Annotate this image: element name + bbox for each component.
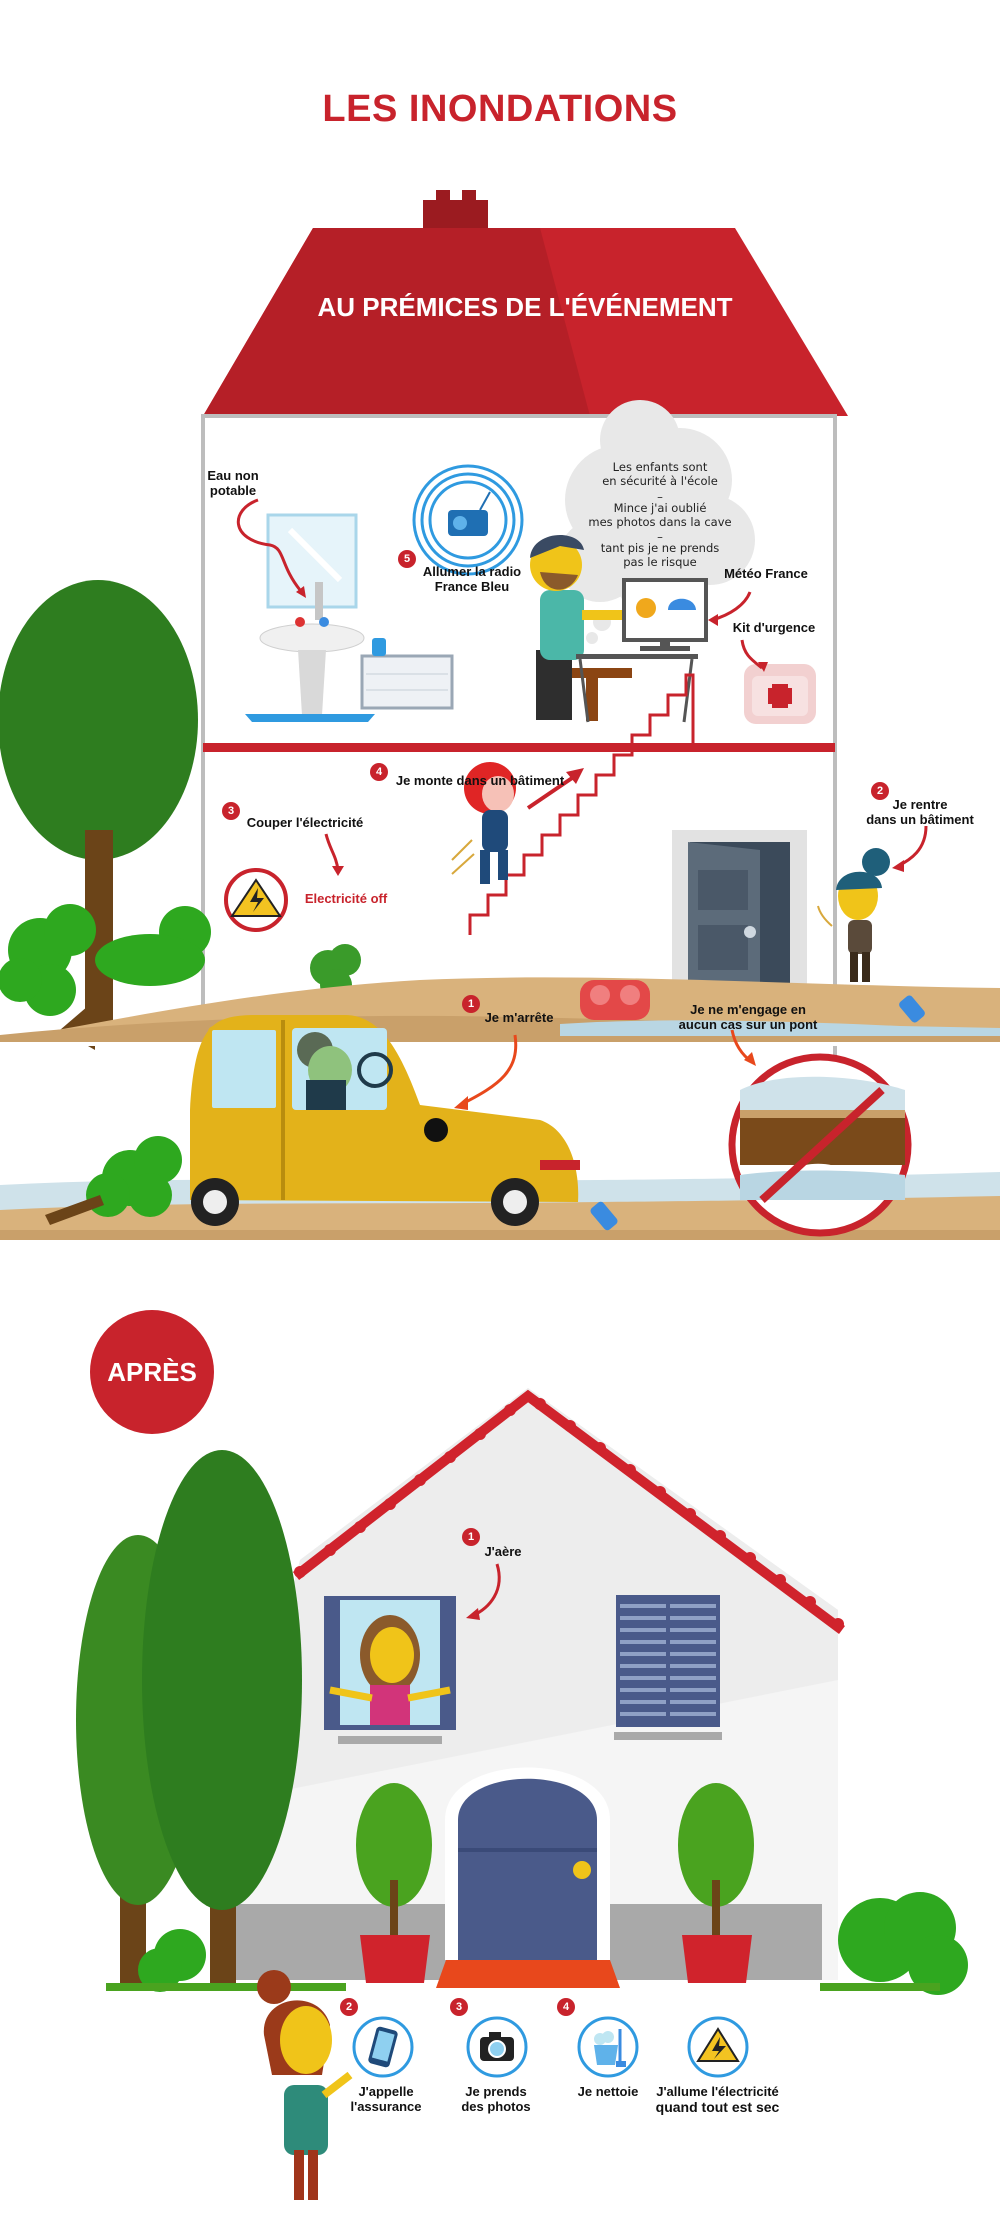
phone-icon (352, 2016, 414, 2078)
step-number-2: 2 (871, 782, 889, 800)
step-number-5: 5 (398, 550, 416, 568)
label-pont: Je ne m'engage en aucun cas sur un pont (678, 1002, 818, 1032)
label-electricite-2: quand tout est sec (655, 2099, 780, 2115)
front-door (458, 1778, 597, 1960)
thought-line-1: Les enfants sont en sécurité à l'école (602, 460, 718, 488)
woman-climbing (464, 762, 516, 884)
label-couper-electricite: Couper l'électricité (246, 815, 364, 830)
tree-left (0, 580, 198, 1050)
radio-icon (412, 464, 524, 576)
window-shutters (614, 1595, 722, 1740)
camera-icon (466, 2016, 528, 2078)
label-kit-urgence: Kit d'urgence (732, 620, 816, 635)
cabinet (360, 654, 454, 710)
plant-left (356, 1783, 432, 1983)
thought-line-2: Mince j'ai oublié mes photos dans la cav… (588, 501, 732, 529)
label-j-aere: J'aère (484, 1544, 522, 1559)
cleaning-bucket-icon (577, 2016, 639, 2078)
label-electricite-off: Electricité off (304, 891, 388, 906)
computer-weather-icon (576, 578, 708, 723)
after-scene-illustration (76, 1388, 968, 1995)
thought-dash-2: – (657, 530, 663, 544)
window-woman (324, 1596, 456, 1744)
sink (259, 623, 365, 653)
label-photos: Je prends des photos (461, 2084, 531, 2114)
apres-badge (90, 1310, 214, 1434)
mirror (266, 513, 358, 609)
label-rentre-batiment: Je rentre dans un bâtiment (866, 797, 974, 827)
after-step-number-3: 3 (450, 1998, 468, 2016)
label-monte-batiment: Je monte dans un bâtiment (395, 773, 565, 788)
section2-heading: APRÈS (107, 1357, 197, 1387)
after-step-number-2: 2 (340, 1998, 358, 2016)
thought-dash-1: – (657, 490, 663, 504)
no-bridge-icon (728, 1053, 912, 1237)
label-eau-non-potable: Eau non potable (207, 468, 259, 498)
floating-bag (580, 980, 650, 1020)
trees-after (76, 1450, 302, 1992)
girl-entering (836, 848, 890, 982)
thought-bubble (558, 400, 755, 644)
after-step-number-4: 4 (557, 1998, 575, 2016)
woman-bottom (257, 1970, 353, 2200)
thought-line-3: tant pis je ne prends pas le risque (600, 541, 720, 569)
label-electricite-1: J'allume l'électricité (656, 2084, 779, 2099)
car (190, 1015, 580, 1226)
flood-scene-illustration (0, 190, 1000, 1240)
label-assurance: J'appelle l'assurance (350, 2084, 422, 2114)
label-nettoie: Je nettoie (577, 2084, 639, 2099)
plant-right (678, 1783, 754, 1983)
label-meteo-france: Météo France (724, 566, 808, 581)
chimney (423, 200, 488, 230)
man-at-computer (530, 535, 632, 721)
section1-heading: AU PRÉMICES DE L'ÉVÉNEMENT (317, 292, 733, 322)
label-je-m-arrete: Je m'arrête (484, 1010, 554, 1025)
label-radio: Allumer la radio France Bleu (422, 564, 522, 594)
step-number-3: 3 (222, 802, 240, 820)
stairs (468, 673, 695, 935)
step-number-4: 4 (370, 763, 388, 781)
after-step-number-1: 1 (462, 1528, 480, 1546)
first-aid-kit-icon (744, 664, 816, 724)
electricity-warning-icon (224, 868, 288, 932)
page-title: LES INONDATIONS (322, 88, 678, 130)
lightning-icon (687, 2016, 749, 2078)
step-number-1: 1 (462, 995, 480, 1013)
